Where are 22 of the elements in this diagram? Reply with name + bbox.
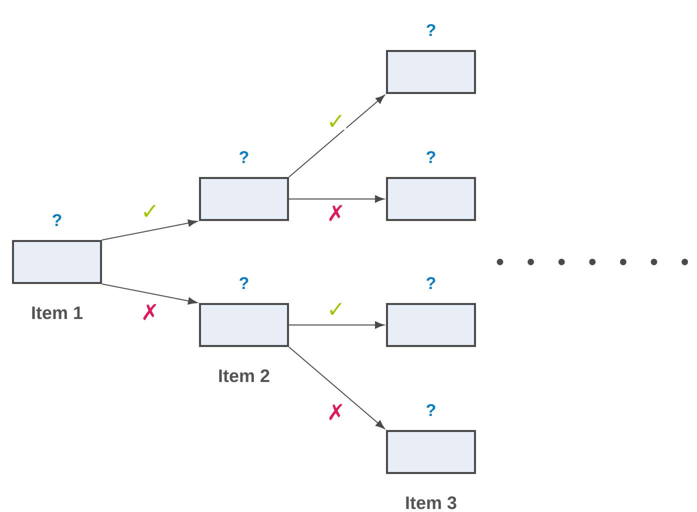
- edge-label: ✗: [140, 302, 160, 322]
- question-mark: ?: [426, 404, 436, 416]
- edge-label: ✗: [326, 402, 346, 422]
- edge-label: ✗: [326, 204, 346, 222]
- edge-label: ✓: [326, 302, 346, 318]
- question-mark: ?: [52, 214, 62, 226]
- edge-label: ✓: [326, 114, 346, 130]
- edge-label: ✓: [140, 204, 160, 220]
- item-label: Item 2: [219, 369, 270, 382]
- question-mark: ?: [426, 24, 436, 36]
- item-label: Item 1: [32, 306, 82, 320]
- arrow: [102, 219, 198, 240]
- arrow: [288, 321, 384, 329]
- question-mark: ?: [240, 151, 248, 163]
- item-label: Item 3: [406, 496, 456, 510]
- arrow: [288, 195, 384, 203]
- arrow: [288, 346, 385, 430]
- arrow: [102, 284, 198, 305]
- arrow: [288, 94, 385, 178]
- question-mark: ?: [426, 277, 436, 289]
- question-mark: ?: [240, 277, 248, 289]
- question-mark: ?: [426, 151, 436, 163]
